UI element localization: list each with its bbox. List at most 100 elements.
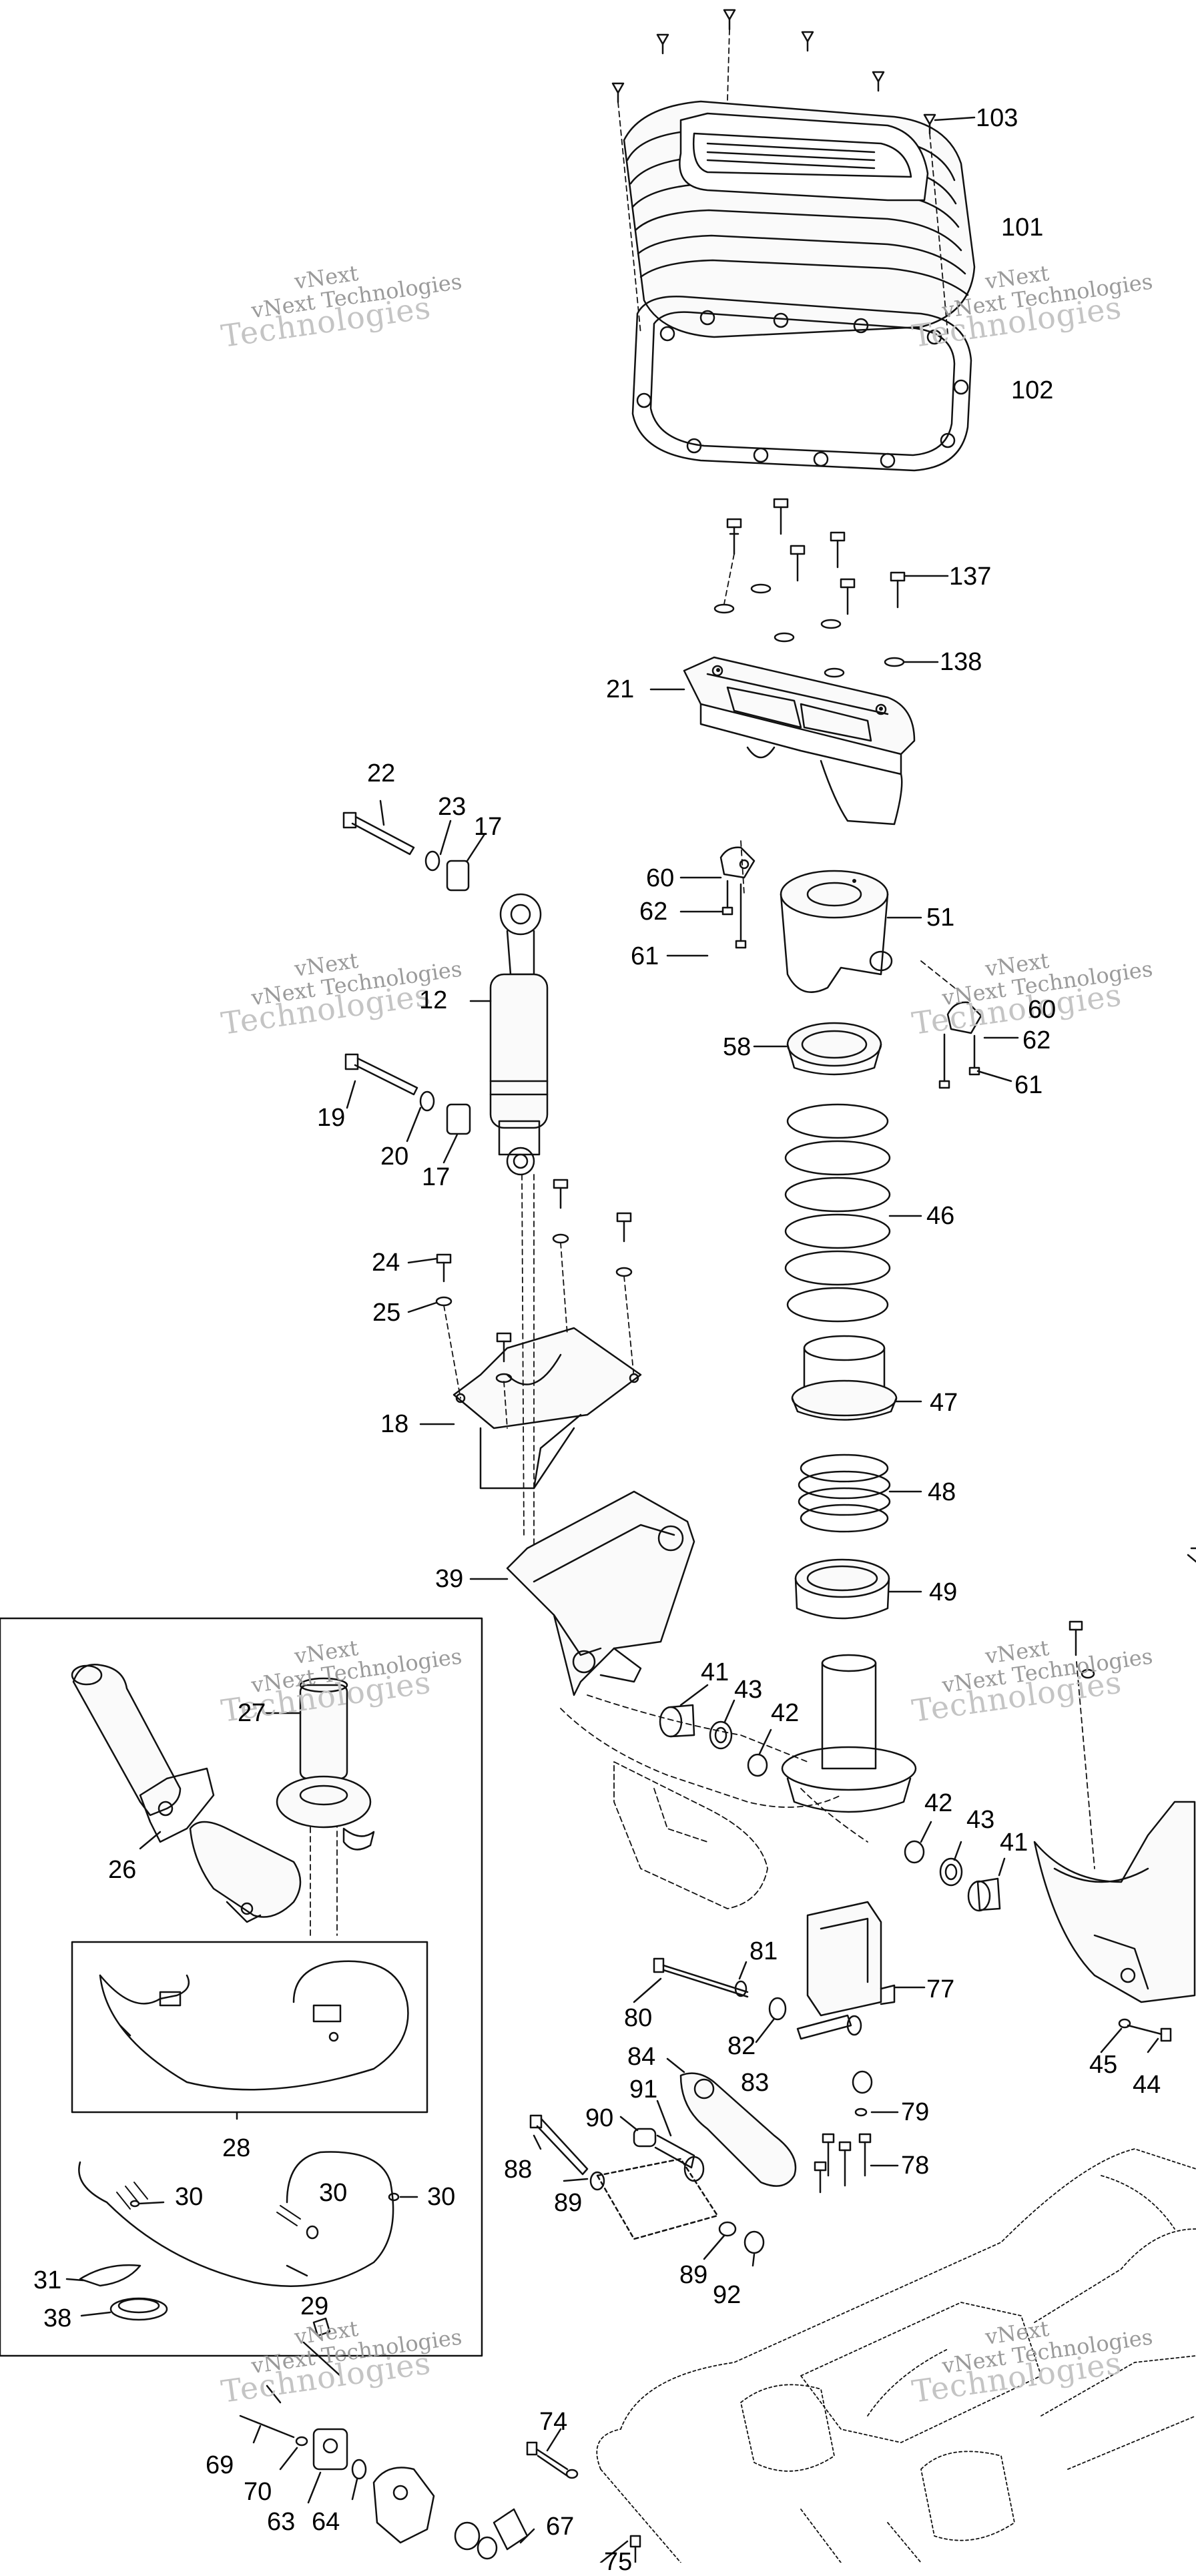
callout-23: 23 (438, 793, 467, 821)
callout-75: 75 (604, 2548, 633, 2576)
spring-46 (784, 1103, 922, 1323)
airbox-cover-101 (623, 100, 976, 338)
callout-74: 74 (539, 2408, 568, 2436)
callout-19: 19 (317, 1104, 346, 1132)
callout-62: 62 (1022, 1026, 1051, 1054)
spring-48 (798, 1454, 922, 1533)
callout-67: 67 (546, 2513, 575, 2541)
support-39 (469, 1490, 695, 1696)
callout-31: 31 (33, 2266, 62, 2294)
callout-62: 62 (639, 898, 668, 926)
callout-43: 43 (966, 1806, 995, 1834)
clamp-60-left (666, 846, 756, 957)
callout-49: 49 (929, 1578, 958, 1606)
callout-78: 78 (901, 2152, 930, 2180)
callout-82: 82 (727, 2032, 756, 2060)
bushing-set-left (659, 1684, 772, 1777)
callout-22: 22 (367, 759, 396, 787)
spring-seat-51 (780, 870, 922, 993)
callout-89: 89 (554, 2189, 583, 2217)
callout-26: 26 (108, 1856, 137, 1884)
callout-20: 20 (380, 1143, 409, 1171)
callout-44: 44 (1133, 2071, 1161, 2099)
callout-18: 18 (380, 1410, 409, 1438)
housing-21 (649, 656, 916, 826)
callout-137: 137 (949, 563, 992, 591)
bracket-18 (419, 1327, 642, 1490)
callout-103: 103 (976, 104, 1018, 132)
callout-25: 25 (372, 1299, 401, 1327)
callout-61: 61 (631, 942, 659, 970)
bolt-22-assembly (342, 799, 486, 892)
callout-77: 77 (926, 1975, 955, 2003)
arm-84 (666, 2057, 797, 2187)
callout-30: 30 (427, 2183, 456, 2211)
callout-42: 42 (924, 1789, 953, 1817)
callout-60: 60 (646, 864, 675, 892)
clamp-60-right (938, 1001, 1019, 1089)
callout-21: 21 (606, 675, 635, 703)
bolt-88-assembly (529, 2114, 605, 2191)
callout-138: 138 (940, 648, 982, 676)
bolt-19-assembly (344, 1053, 471, 1164)
callout-47: 47 (930, 1389, 958, 1417)
callout-89: 89 (679, 2261, 708, 2289)
side-guard (1033, 1547, 1196, 2053)
assembly-guides (310, 29, 1095, 1936)
callout-101: 101 (1001, 214, 1044, 242)
bushing-set-right (904, 1821, 1006, 1912)
callout-79: 79 (901, 2098, 930, 2126)
callout-83: 83 (741, 2069, 770, 2097)
callout-45: 45 (1089, 2051, 1118, 2079)
callout-63: 63 (267, 2508, 296, 2536)
callout-61: 61 (1014, 1071, 1043, 1099)
strut-body (781, 1654, 917, 1813)
callout-60: 60 (1028, 996, 1057, 1024)
callout-30: 30 (175, 2183, 204, 2211)
callout-80: 80 (624, 2004, 653, 2032)
sleeve-47 (791, 1335, 922, 1421)
callout-64: 64 (312, 2508, 340, 2536)
mount-77 (806, 1901, 926, 2017)
spring-seat-58 (753, 1022, 882, 1076)
callout-38: 38 (43, 2304, 72, 2332)
actuator-outline (613, 1761, 768, 1909)
bolts-137 (726, 498, 949, 615)
callout-88: 88 (504, 2156, 533, 2184)
bolts-78-79 (814, 2070, 899, 2194)
callout-58: 58 (723, 1033, 752, 1061)
callout-46: 46 (926, 1202, 955, 1230)
plate-89-92 (596, 2158, 765, 2267)
callout-42: 42 (771, 1699, 800, 1727)
callout-69: 69 (206, 2451, 234, 2479)
callout-90: 90 (585, 2104, 614, 2132)
callout-17: 17 (422, 1163, 451, 1191)
callout-51: 51 (926, 904, 955, 932)
callout-27: 27 (238, 1699, 266, 1727)
callout-81: 81 (750, 1937, 778, 1965)
callout-29: 29 (300, 2292, 329, 2320)
callout-84: 84 (627, 2043, 656, 2071)
callout-48: 48 (928, 1478, 956, 1506)
shock-absorber-12 (469, 893, 549, 1176)
inset-box (0, 1617, 483, 2357)
callout-30: 30 (319, 2179, 348, 2207)
callout-24: 24 (372, 1249, 400, 1277)
callout-39: 39 (435, 1565, 464, 1593)
parts-63-70 (239, 2317, 641, 2563)
gasket-102 (631, 296, 972, 472)
ring-49 (794, 1558, 922, 1620)
callout-28: 28 (222, 2134, 251, 2162)
hull-outline (596, 2148, 1196, 2563)
small-markers (716, 668, 883, 883)
callout-91: 91 (629, 2075, 658, 2104)
callout-102: 102 (1011, 376, 1054, 404)
callout-92: 92 (713, 2281, 741, 2309)
washers-138 (713, 583, 939, 678)
callout-70: 70 (244, 2478, 272, 2506)
bolt-80-assembly (633, 1957, 862, 2043)
callout-43: 43 (734, 1676, 763, 1704)
callout-41: 41 (701, 1658, 729, 1686)
